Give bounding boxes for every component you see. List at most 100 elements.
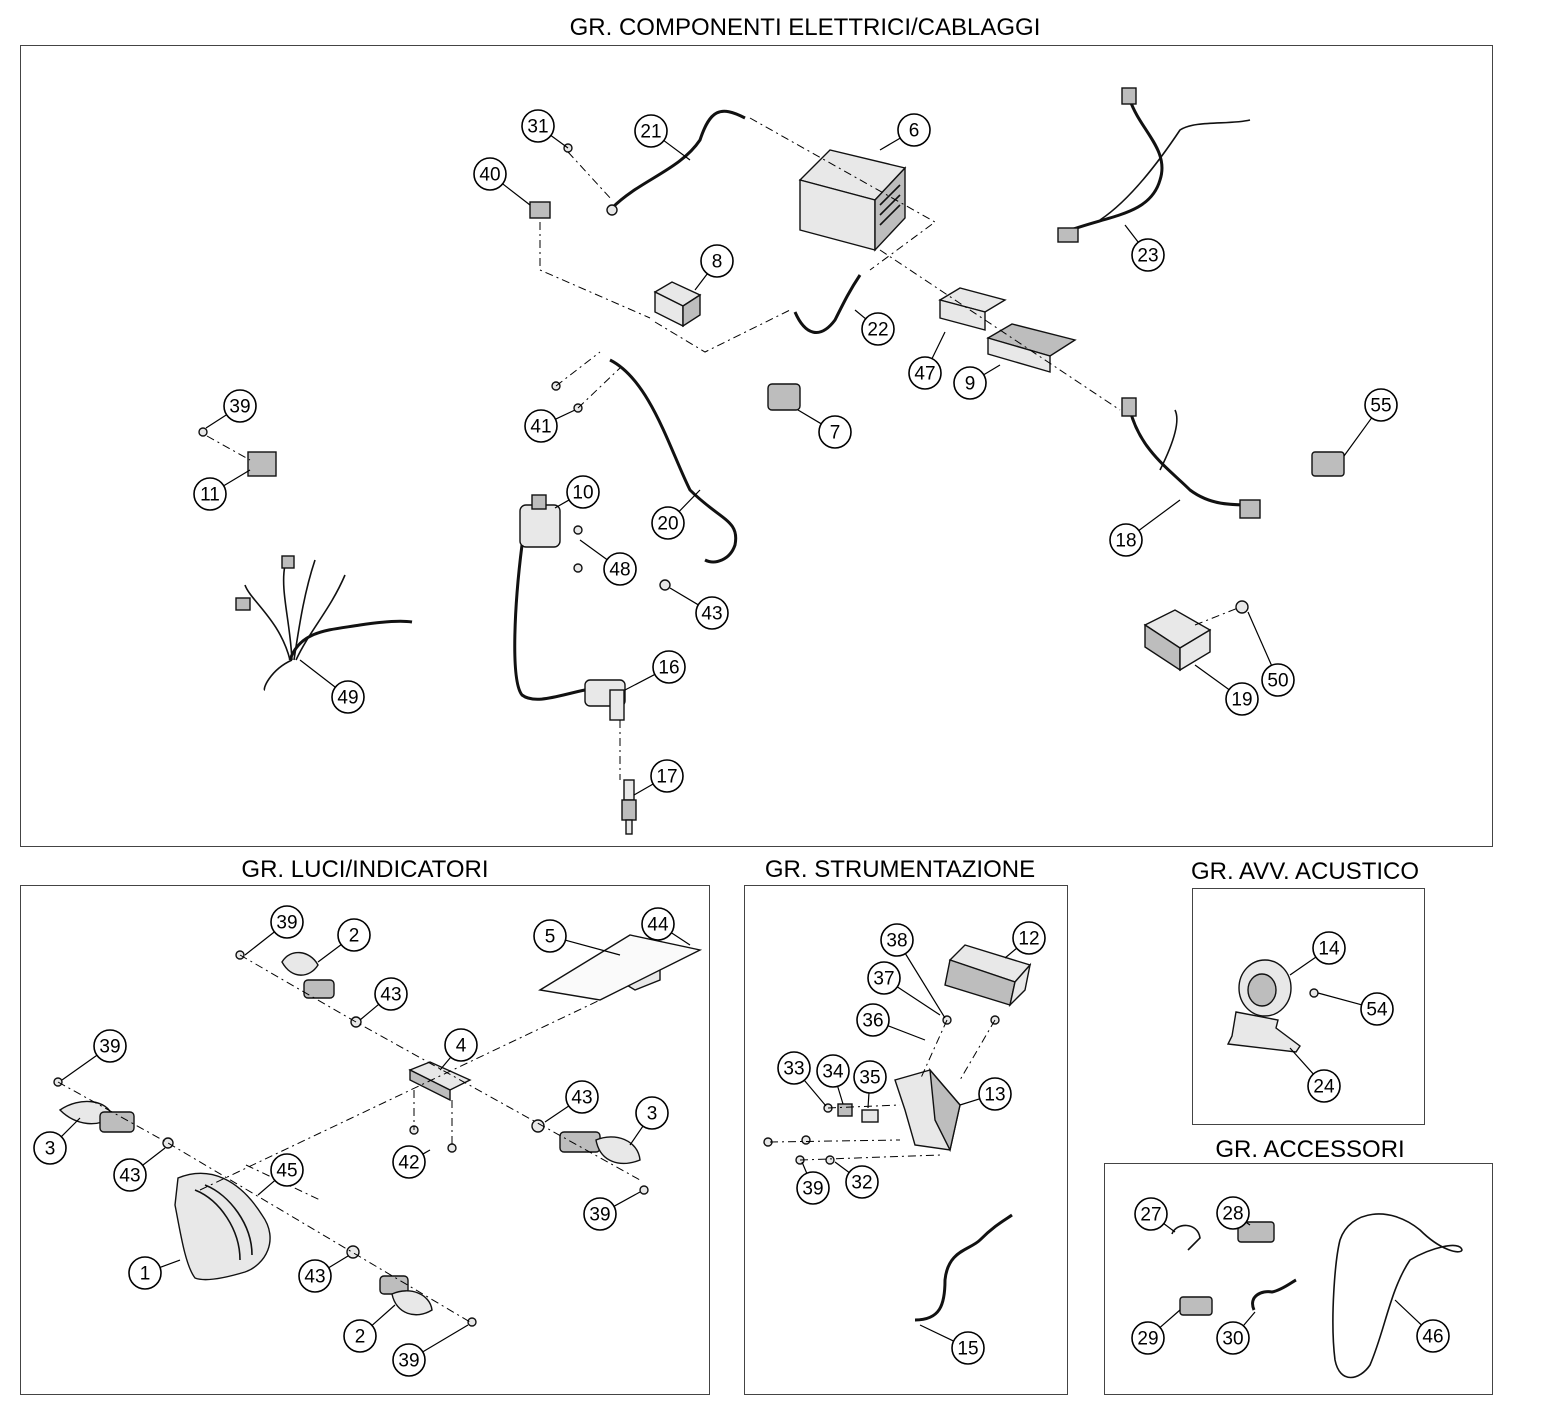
callout-number: 12 xyxy=(1018,929,1039,950)
callout-leader-line xyxy=(837,1086,844,1105)
callout-accessories-28: 28 xyxy=(1216,1196,1250,1230)
callout-instruments-32: 32 xyxy=(845,1165,879,1199)
callout-leader-line xyxy=(142,1147,166,1166)
callout-circle xyxy=(1225,682,1259,716)
callout-lights-1: 1 xyxy=(128,1256,162,1290)
callout-electrical-8: 8 xyxy=(700,244,734,278)
callout-leader-line xyxy=(1245,1221,1251,1226)
callout-leader-line xyxy=(565,939,621,956)
callout-leader-line xyxy=(887,1025,926,1041)
bracket-part xyxy=(408,1061,472,1102)
section-title-electrical: GR. COMPONENTI ELETTRICI/CABLAGGI xyxy=(569,14,1041,41)
callout-number: 16 xyxy=(658,658,679,679)
callout-number: 43 xyxy=(119,1166,140,1187)
callout-instruments-38: 38 xyxy=(880,923,914,957)
callout-instruments-35: 35 xyxy=(853,1060,887,1094)
callout-number: 8 xyxy=(712,252,723,273)
callout-number: 7 xyxy=(830,423,841,444)
callout-leader-line xyxy=(613,1191,641,1207)
callout-circle xyxy=(128,1256,162,1290)
callout-circle xyxy=(861,312,895,346)
callout-circle xyxy=(193,477,227,511)
callout-circle xyxy=(1360,992,1394,1026)
horn-bracket-part xyxy=(1226,1011,1301,1053)
callout-circle xyxy=(1216,1196,1250,1230)
callout-leader-line xyxy=(897,986,941,1016)
callout-number: 33 xyxy=(783,1059,804,1080)
callout-leader-line xyxy=(550,134,569,149)
callout-circle xyxy=(1109,523,1143,557)
callout-leader-line xyxy=(867,1092,870,1109)
callout-circle xyxy=(1416,1319,1450,1353)
callout-leader-line xyxy=(663,140,691,161)
callout-circle xyxy=(524,409,558,443)
callout-number: 39 xyxy=(589,1205,610,1226)
callout-leader-line xyxy=(257,1179,276,1196)
callout-instruments-12: 12 xyxy=(1012,921,1046,955)
ht-lead-20-part xyxy=(609,358,738,564)
callout-number: 50 xyxy=(1267,671,1288,692)
electrical-parts xyxy=(198,87,1345,835)
callout-circle xyxy=(521,109,555,143)
callout-leader-line xyxy=(555,409,576,420)
callout-circle xyxy=(777,1051,811,1085)
horn-parts xyxy=(1226,959,1319,1053)
callout-leader-line xyxy=(834,1161,850,1173)
callout-number: 43 xyxy=(304,1267,325,1288)
callout-number: 47 xyxy=(914,364,935,385)
callout-lights-43: 43 xyxy=(298,1259,332,1293)
callout-lights-43: 43 xyxy=(374,977,408,1011)
callout-electrical-22: 22 xyxy=(861,312,895,346)
callout-circle xyxy=(818,415,852,449)
callout-circle xyxy=(270,905,304,939)
horn-part xyxy=(1238,959,1292,1017)
main-harness-part xyxy=(235,555,413,691)
callout-instruments-13: 13 xyxy=(978,1077,1012,1111)
callout-number: 3 xyxy=(45,1139,56,1160)
cable-tie-30-part xyxy=(1251,1278,1297,1311)
battery-cable-part xyxy=(610,109,746,210)
callout-lights-5: 5 xyxy=(533,919,567,953)
callout-number: 39 xyxy=(398,1351,419,1372)
callout-leader-line xyxy=(1289,956,1317,976)
callout-number: 4 xyxy=(456,1036,467,1057)
callout-leader-line xyxy=(299,659,336,688)
callout-number: 55 xyxy=(1370,396,1391,417)
callout-horn-14: 14 xyxy=(1312,931,1346,965)
callout-leader-line xyxy=(678,489,701,512)
callout-circle xyxy=(652,650,686,684)
callout-number: 43 xyxy=(571,1088,592,1109)
callout-electrical-23: 23 xyxy=(1131,238,1165,272)
callout-electrical-21: 21 xyxy=(634,114,668,148)
panel-accessories xyxy=(1104,1163,1493,1395)
callout-number: 39 xyxy=(229,397,250,418)
callout-circle xyxy=(897,113,931,147)
callout-circle xyxy=(392,1343,426,1377)
callout-leader-line xyxy=(1159,1309,1181,1328)
callout-number: 49 xyxy=(337,688,358,709)
callout-electrical-50: 50 xyxy=(1261,663,1295,697)
cable-tie-46-part xyxy=(1332,1213,1463,1379)
callout-number: 48 xyxy=(609,560,630,581)
callout-electrical-6: 6 xyxy=(897,113,931,147)
callout-electrical-17: 17 xyxy=(650,759,684,793)
callout-instruments-33: 33 xyxy=(777,1051,811,1085)
turn-signal-rear-left-part xyxy=(379,1275,433,1316)
callout-electrical-39: 39 xyxy=(223,389,257,423)
callout-circle xyxy=(845,1165,879,1199)
callout-circle xyxy=(565,1080,599,1114)
callout-leader-line xyxy=(959,1098,980,1106)
callout-accessories-46: 46 xyxy=(1416,1319,1450,1353)
callout-electrical-49: 49 xyxy=(331,680,365,714)
callout-horn-54: 54 xyxy=(1360,992,1394,1026)
callout-instruments-15: 15 xyxy=(951,1331,985,1365)
callout-leader-line xyxy=(579,539,608,561)
callout-number: 40 xyxy=(479,165,500,186)
callout-lights-43: 43 xyxy=(113,1158,147,1192)
ground-cable-part xyxy=(793,274,862,334)
spark-plug-part xyxy=(621,779,637,835)
callout-electrical-18: 18 xyxy=(1109,523,1143,557)
callout-number: 1 xyxy=(140,1264,151,1285)
callout-circle xyxy=(343,1319,377,1353)
